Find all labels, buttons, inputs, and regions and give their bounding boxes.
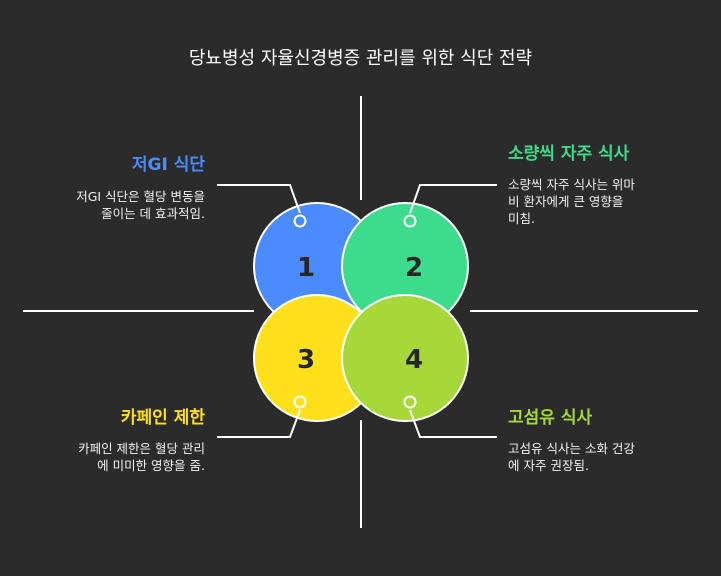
circle-2-number: 2: [405, 253, 423, 283]
desc-caffeine-limit: 카페인 제한은 혈당 관리 에 미미한 영향을 줌.: [78, 440, 205, 474]
desc-line: 저GI 식단은 혈당 변동을: [76, 189, 205, 204]
desc-line: 카페인 제한은 혈당 관리: [78, 441, 205, 456]
desc-line: 비 환자에게 큰 영향을: [508, 194, 624, 209]
desc-line: 고섬유 식사는 소화 건강: [508, 441, 635, 456]
desc-high-fiber: 고섬유 식사는 소화 건강 에 자주 권장됨.: [508, 440, 688, 474]
desc-low-gi: 저GI 식단은 혈당 변동을 줄이는 데 효과적임.: [76, 188, 205, 222]
desc-line: 줄이는 데 효과적임.: [101, 206, 205, 221]
desc-line: 에 자주 권장됨.: [508, 458, 589, 473]
heading-high-fiber: 고섬유 식사: [508, 408, 593, 428]
page-title: 당뇨병성 자율신경병증 관리를 위한 식단 전략: [188, 48, 533, 69]
anchor-dot-1: [293, 214, 307, 228]
anchor-dot-3: [293, 395, 307, 409]
circle-3-number: 3: [297, 345, 315, 375]
circle-1-number: 1: [297, 253, 315, 283]
connector-4: [409, 409, 497, 438]
circle-4: [341, 294, 469, 422]
desc-line: 소량씩 자주 식사는 위마: [508, 177, 635, 192]
circle-4-number: 4: [405, 345, 423, 375]
desc-line: 미침.: [508, 211, 535, 226]
connector-2: [409, 184, 497, 214]
desc-small-frequent-meals: 소량씩 자주 식사는 위마 비 환자에게 큰 영향을 미침.: [508, 176, 678, 227]
anchor-dot-4: [403, 395, 417, 409]
heading-low-gi: 저GI 식단: [131, 155, 205, 175]
connector-3: [217, 409, 301, 438]
heading-small-frequent-meals: 소량씩 자주 식사: [508, 144, 630, 164]
connector-1: [217, 184, 301, 214]
desc-line: 에 미미한 영향을 줌.: [97, 458, 205, 473]
anchor-dot-2: [403, 214, 417, 228]
heading-caffeine-limit: 카페인 제한: [120, 408, 205, 428]
